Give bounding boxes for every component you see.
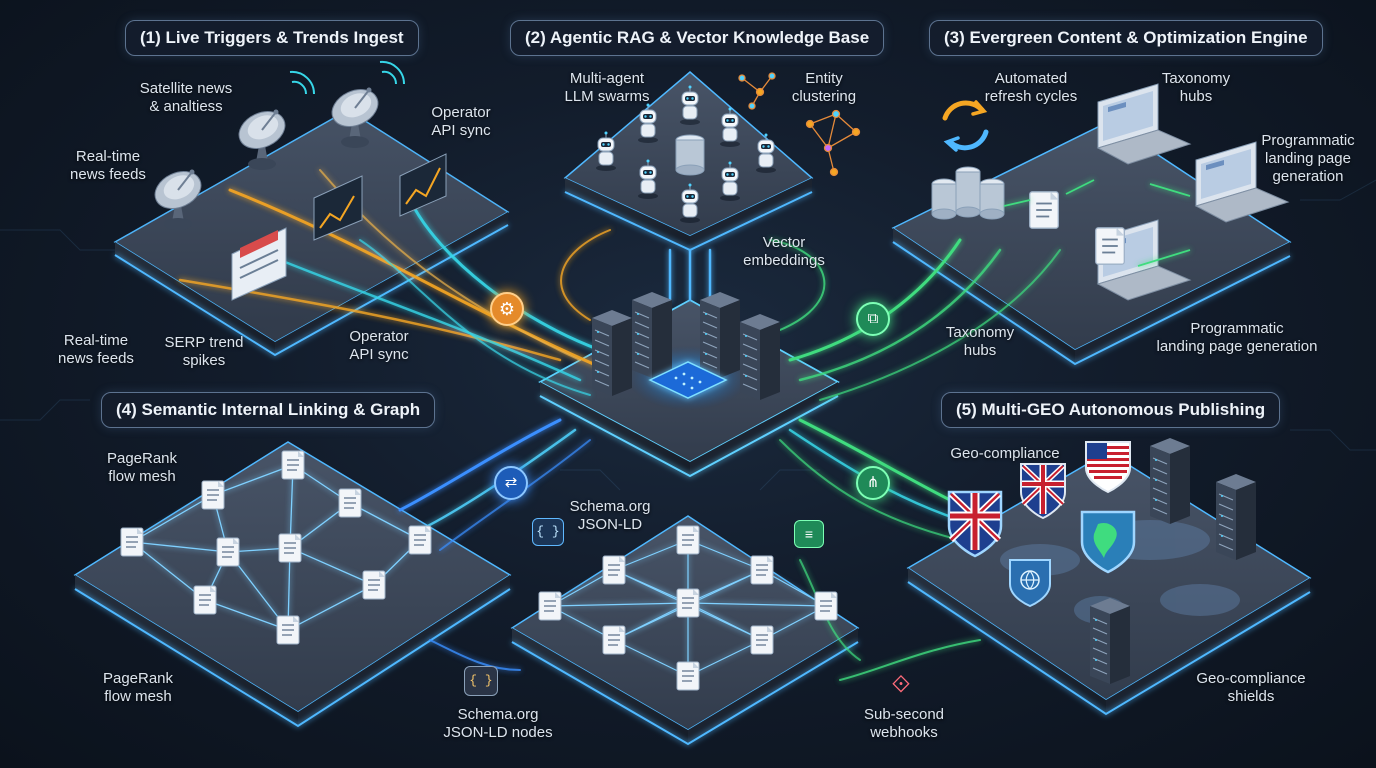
platform-schema-graph <box>510 515 860 746</box>
label-entity-clustering: Entity clustering <box>791 70 857 105</box>
json-braces-icon: { } <box>532 518 564 546</box>
evergreen-arrows <box>1003 179 1191 267</box>
panel-title-agentic-rag: (2) Agentic RAG & Vector Knowledge Base <box>510 20 885 56</box>
uk-shield-small-icon <box>1020 463 1066 520</box>
label-operator-api-bottom: Operator API sync <box>349 328 409 363</box>
label-schema-jsonld: Schema.org JSON-LD <box>569 498 651 533</box>
platform-multi-geo <box>906 451 1312 716</box>
uk-shield-icon <box>947 490 1003 558</box>
label-taxonomy-hubs-bottom: Taxonomy hubs <box>945 324 1015 359</box>
news-feed-cards <box>231 227 287 301</box>
label-pagerank-bottom: PageRank flow mesh <box>102 670 174 705</box>
trend-screens <box>313 153 447 241</box>
share-flow-badge[interactable]: ⋔ <box>856 466 890 500</box>
integration-gear-badge[interactable]: ⚙ <box>490 292 524 326</box>
label-operator-api-top: Operator API sync <box>431 104 491 139</box>
label-serp-trend: SERP trend spikes <box>164 334 244 369</box>
dns-shield-icon <box>1009 559 1051 608</box>
label-news-feeds-top: Real-time news feeds <box>70 148 146 183</box>
label-news-feeds-bottom: Real-time news feeds <box>58 332 134 367</box>
platform-live-triggers <box>113 109 510 357</box>
database-stack <box>931 166 1005 220</box>
panel-title-multi-geo: (5) Multi-GEO Autonomous Publishing <box>941 392 1281 428</box>
entity-clustering-graph <box>738 72 861 177</box>
robot-swarm <box>595 85 777 224</box>
webhook-icon: ⟐ <box>891 671 911 698</box>
json-braces-bottom-icon: { } <box>464 666 498 696</box>
label-geo-compliance-shields: Geo-compliance shields <box>1196 670 1306 705</box>
label-geo-compliance-top: Geo-compliance <box>950 445 1060 462</box>
signal-waves-icon <box>289 60 406 95</box>
label-sub-second-webhooks: Sub-second webhooks <box>863 706 945 741</box>
taxonomy-flow-badge[interactable]: ⧉ <box>856 302 890 336</box>
platform-semantic-linking <box>73 441 512 728</box>
label-programmatic-bottom: Programmatic landing page generation <box>1156 320 1318 355</box>
message-icon: ≡ <box>794 520 824 548</box>
platform-evergreen-engine <box>891 121 1292 366</box>
label-refresh-cycles: Automated refresh cycles <box>984 70 1078 105</box>
panel-title-live-triggers: (1) Live Triggers & Trends Ingest <box>125 20 419 56</box>
label-llm-swarms: Multi-agent LLM swarms <box>564 70 650 105</box>
globe-shield-icon <box>1080 510 1136 574</box>
label-satellite-news: Satellite news & analtiess <box>139 80 233 115</box>
label-pagerank-top: PageRank flow mesh <box>106 450 178 485</box>
data-flows <box>178 169 1061 681</box>
label-schema-jsonld-nodes: Schema.org JSON-LD nodes <box>443 706 553 741</box>
label-programmatic-top: Programmatic landing page generation <box>1261 132 1355 185</box>
label-taxonomy-hubs-top: Taxonomy hubs <box>1161 70 1231 105</box>
label-vector-embeddings: Vector embeddings <box>743 234 825 269</box>
linking-flow-badge[interactable]: ⇄ <box>494 466 528 500</box>
panel-title-evergreen-engine: (3) Evergreen Content & Optimization Eng… <box>929 20 1323 56</box>
refresh-cycle-icon <box>942 100 989 152</box>
core-server-cluster <box>591 291 781 410</box>
panel-title-semantic-linking: (4) Semantic Internal Linking & Graph <box>101 392 436 428</box>
us-shield-icon <box>1085 441 1131 494</box>
